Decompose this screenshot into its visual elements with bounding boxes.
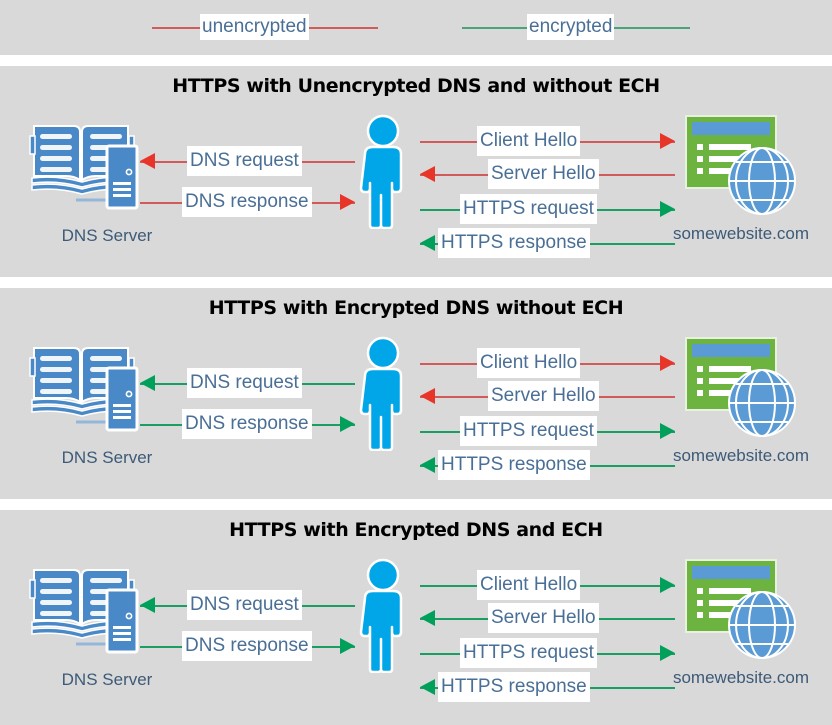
- legend-bar: unencrypted encrypted: [0, 0, 832, 55]
- dns-server-label: DNS Server: [61, 448, 153, 467]
- dns-server-label: DNS Server: [61, 226, 153, 245]
- server-tower-icon: [105, 588, 139, 654]
- flow-arrow-https-response: HTTPS response: [420, 450, 675, 480]
- flow-label: HTTPS request: [460, 194, 597, 224]
- arrow-head-icon: [340, 194, 355, 210]
- arrow-head-icon: [340, 416, 355, 432]
- flow-label: DNS response: [182, 631, 312, 661]
- website-label: somewebsite.com: [672, 224, 810, 243]
- flow-arrow-server-hello: Server Hello: [420, 159, 675, 189]
- diagram-panel: HTTPS with Encrypted DNS without ECH: [0, 288, 832, 499]
- server-tower: [105, 366, 139, 437]
- arrow-head-icon: [660, 201, 675, 217]
- arrow-head-icon: [420, 610, 435, 626]
- arrow-head-icon: [420, 457, 435, 473]
- flow-arrow-https-request: HTTPS request: [420, 194, 675, 224]
- flow-arrow-https-response: HTTPS response: [420, 672, 675, 702]
- user-person-icon: [359, 336, 403, 452]
- user-person-icon: [352, 114, 414, 230]
- flow-arrow-https-request: HTTPS request: [420, 638, 675, 668]
- flow-label: Server Hello: [488, 381, 599, 411]
- website-label: somewebsite.com: [672, 446, 810, 465]
- browser-globe-icon: [685, 559, 796, 659]
- dns-server-label: DNS Server: [61, 670, 153, 689]
- diagram-panel: HTTPS with Encrypted DNS and ECH: [0, 510, 832, 725]
- server-tower-icon: [105, 366, 139, 432]
- flow-arrow-dns-response: DNS response: [140, 187, 355, 217]
- legend-label-encrypted: encrypted: [527, 14, 615, 40]
- flow-label: HTTPS response: [438, 672, 590, 702]
- panel-title: HTTPS with Encrypted DNS and ECH: [229, 519, 603, 541]
- arrow-head-icon: [420, 235, 435, 251]
- globe-icon: [728, 369, 796, 437]
- user-person-icon: [359, 114, 403, 230]
- arrow-head-icon: [140, 375, 155, 391]
- arrow-head-icon: [660, 577, 675, 593]
- arrow-head-icon: [660, 423, 675, 439]
- browser-globe-icon: [685, 115, 796, 215]
- flow-label: Server Hello: [488, 603, 599, 633]
- flow-arrow-server-hello: Server Hello: [420, 381, 675, 411]
- flow-label: DNS request: [187, 146, 302, 176]
- flow-arrow-server-hello: Server Hello: [420, 603, 675, 633]
- arrow-head-icon: [420, 679, 435, 695]
- browser-globe-icon: [685, 337, 796, 437]
- arrow-head-icon: [660, 133, 675, 149]
- arrow-head-icon: [660, 645, 675, 661]
- website-label: somewebsite.com: [672, 668, 810, 687]
- flow-arrow-client-hello: Client Hello: [420, 126, 675, 156]
- flow-label: DNS request: [187, 590, 302, 620]
- server-tower-icon: [105, 144, 139, 210]
- flow-label: HTTPS response: [438, 228, 590, 258]
- flow-label: Client Hello: [477, 126, 581, 156]
- flow-label: Client Hello: [477, 348, 581, 378]
- arrow-head-icon: [660, 355, 675, 371]
- diagram-panel: HTTPS with Unencrypted DNS and without E…: [0, 66, 832, 277]
- arrow-head-icon: [420, 166, 435, 182]
- flow-arrow-client-hello: Client Hello: [420, 570, 675, 600]
- flow-label: Server Hello: [488, 159, 599, 189]
- user-person-icon: [352, 336, 414, 452]
- website-icon: [682, 336, 800, 441]
- arrow-head-icon: [140, 597, 155, 613]
- flow-label: HTTPS request: [460, 638, 597, 668]
- flow-label: HTTPS response: [438, 450, 590, 480]
- flow-arrow-dns-request: DNS request: [140, 146, 355, 176]
- flow-label: HTTPS request: [460, 416, 597, 446]
- flow-arrow-dns-response: DNS response: [140, 409, 355, 439]
- server-tower: [105, 588, 139, 659]
- flow-arrow-dns-request: DNS request: [140, 368, 355, 398]
- flow-arrow-https-request: HTTPS request: [420, 416, 675, 446]
- panel-title: HTTPS with Encrypted DNS without ECH: [208, 297, 624, 319]
- flow-arrow-client-hello: Client Hello: [420, 348, 675, 378]
- globe-icon: [728, 591, 796, 659]
- arrow-head-icon: [340, 638, 355, 654]
- flow-arrow-https-response: HTTPS response: [420, 228, 675, 258]
- flow-arrow-dns-request: DNS request: [140, 590, 355, 620]
- flow-label: DNS response: [182, 187, 312, 217]
- flow-arrow-dns-response: DNS response: [140, 631, 355, 661]
- flow-label: DNS request: [187, 368, 302, 398]
- panel-title: HTTPS with Unencrypted DNS and without E…: [172, 75, 660, 97]
- arrow-head-icon: [420, 388, 435, 404]
- user-person-icon: [359, 558, 403, 674]
- flow-label: Client Hello: [477, 570, 581, 600]
- server-tower: [105, 144, 139, 215]
- legend-label-unencrypted: unencrypted: [200, 14, 309, 40]
- user-person-icon: [352, 558, 414, 674]
- website-icon: [682, 114, 800, 219]
- arrow-head-icon: [140, 153, 155, 169]
- website-icon: [682, 558, 800, 663]
- globe-icon: [728, 147, 796, 215]
- flow-label: DNS response: [182, 409, 312, 439]
